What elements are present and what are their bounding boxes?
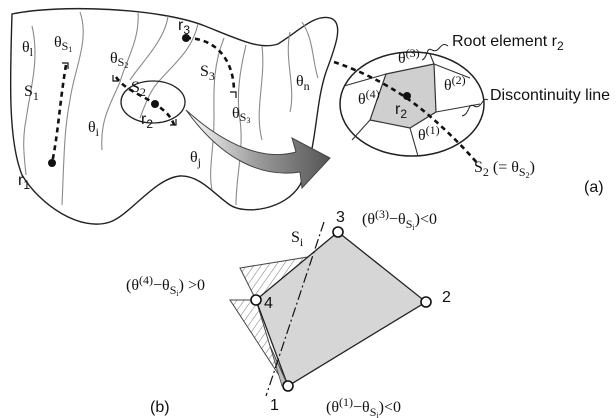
condition-3: (θ(3)−θSi)<0 [362, 207, 437, 232]
zoom-theta-4: θ(4) [358, 87, 380, 108]
label-s1: S1 [24, 83, 39, 103]
zoom-theta-3: θ(3) [398, 46, 420, 67]
label-theta-s3: θS3 [232, 105, 250, 125]
zoom-point-r2 [403, 92, 411, 100]
point-r3 [182, 34, 190, 42]
zoom-discontinuity [333, 60, 479, 165]
node-label-3: 3 [336, 209, 345, 226]
condition-1: (θ(1)−θSi)<0 [326, 395, 401, 418]
element-circle [120, 80, 186, 124]
panel-b: 1 2 3 4 Si (θ(3)−θSi)<0 (θ(4)−θSi) >0 (θ… [126, 207, 451, 418]
label-theta-n: θn [296, 73, 310, 93]
label-r1: r1 [18, 172, 30, 192]
node-2 [420, 296, 432, 308]
panel-a-tag: (a) [584, 179, 604, 196]
label-theta-s2: θS2 [110, 50, 128, 70]
line-si [265, 221, 325, 397]
element-quad [255, 231, 428, 387]
domain-outline [9, 7, 339, 225]
zoom-theta-1: θ(1) [418, 123, 440, 144]
callout-discontinuity [461, 98, 489, 117]
label-theta-l: θl [22, 39, 34, 59]
discontinuity-s3 [185, 36, 236, 93]
label-theta-i: θi [88, 119, 100, 139]
root-element-label: Root element r2 [452, 33, 564, 53]
point-r2 [151, 100, 159, 108]
node-label-1: 1 [270, 397, 279, 414]
panel-b-tag: (b) [150, 399, 170, 416]
label-r3: r3 [178, 17, 190, 37]
zoom-theta-2: θ(2) [444, 73, 466, 94]
condition-4: (θ(4)−θSi) >0 [126, 273, 205, 298]
label-si: Si [291, 229, 304, 249]
zoom-arrow [185, 109, 331, 190]
node-label-2: 2 [442, 289, 451, 306]
discontinuity-label: Discontinuity line [490, 87, 610, 104]
node-3 [332, 226, 344, 238]
discontinuity-s1 [50, 64, 68, 164]
node-label-4: 4 [264, 295, 273, 312]
label-s2: S2 [131, 79, 146, 99]
callout-root-element [421, 44, 449, 61]
contour-lines [23, 11, 319, 206]
zoom-view: r2 θ(3) θ(2) θ(4) θ(1) [333, 46, 485, 165]
panel-a: θl θS1 S1 r1 θi θS2 S2 r2 θj r3 S3 θS3 θ… [9, 7, 610, 225]
label-theta-j: θj [190, 149, 201, 169]
zoom-label-r2: r2 [395, 101, 407, 121]
node-1 [282, 380, 294, 392]
point-r1 [48, 159, 56, 167]
label-theta-s1: θS1 [54, 34, 72, 54]
node-4 [250, 294, 262, 306]
s2-equals-label: S2 (= θS2) [474, 159, 535, 180]
label-r2: r2 [141, 111, 153, 131]
bracket-marks [62, 62, 237, 126]
label-s3: S3 [200, 63, 215, 83]
